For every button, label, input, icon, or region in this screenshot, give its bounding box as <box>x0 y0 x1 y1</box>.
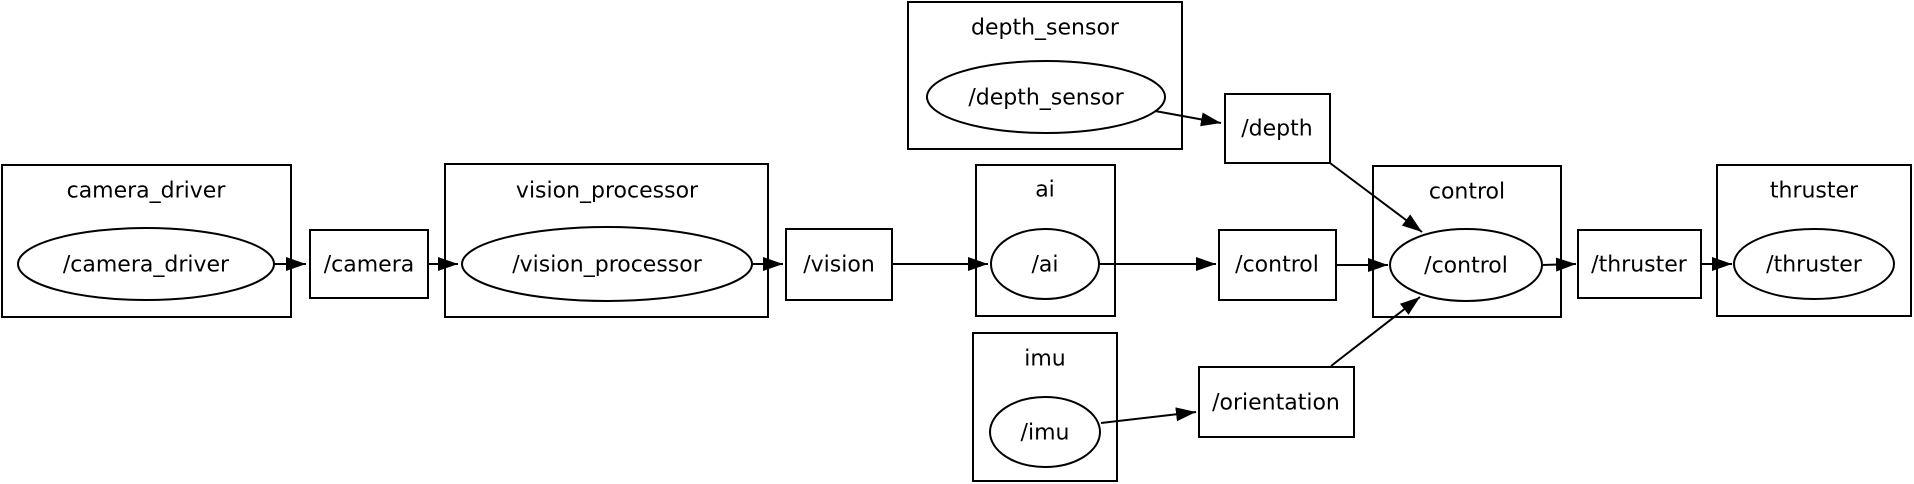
node-title: imu <box>1024 347 1066 372</box>
node-ellipse <box>926 60 1166 134</box>
topic-orientation: /orientation <box>1198 366 1355 438</box>
node-label: /camera_driver <box>63 253 230 278</box>
topic-vision: /vision <box>785 228 893 301</box>
node-title: thruster <box>1770 179 1859 204</box>
topic-label: /camera <box>324 253 414 278</box>
node-camera-driver: camera_driver /camera_driver <box>1 164 292 318</box>
node-label: /vision_processor <box>512 253 703 278</box>
node-control: control /control <box>1372 165 1562 318</box>
topic-control: /control <box>1218 229 1337 301</box>
topic-label: /orientation <box>1212 391 1340 416</box>
node-title: camera_driver <box>67 179 227 204</box>
topic-box <box>309 229 429 299</box>
topic-camera: /camera <box>309 229 429 299</box>
node-label: /thruster <box>1766 253 1863 278</box>
edge-control-node-to-thruster-topic <box>1541 257 1577 272</box>
topic-label: /thruster <box>1591 253 1688 278</box>
node-vision-processor: vision_processor /vision_processor <box>444 163 769 318</box>
topic-label: /depth <box>1241 117 1312 142</box>
topic-thruster: /thruster <box>1577 229 1702 299</box>
node-label: /ai <box>1031 253 1058 278</box>
node-title: control <box>1429 180 1505 205</box>
topic-label: /vision <box>803 253 875 278</box>
node-title: ai <box>1035 178 1055 203</box>
node-label: /control <box>1424 254 1508 279</box>
node-ellipse <box>989 396 1101 468</box>
node-title: vision_processor <box>516 179 699 204</box>
node-ellipse <box>1733 228 1895 300</box>
edge-imu-to-orientation <box>1100 407 1197 424</box>
node-imu: imu /imu <box>972 332 1118 482</box>
topic-box <box>1198 366 1355 438</box>
node-title: depth_sensor <box>971 16 1120 41</box>
edge-depth-to-control-node <box>1329 162 1423 233</box>
topic-depth: /depth <box>1224 93 1331 164</box>
node-ai: ai /ai <box>975 164 1116 317</box>
node-label: /imu <box>1021 421 1070 446</box>
topic-label: /control <box>1235 253 1319 278</box>
topic-box <box>1577 229 1702 299</box>
node-thruster: thruster /thruster <box>1716 164 1912 317</box>
topic-box <box>1218 229 1337 301</box>
node-label: /depth_sensor <box>968 86 1124 111</box>
node-depth-sensor: depth_sensor /depth_sensor <box>907 1 1183 150</box>
topic-box <box>1224 93 1331 164</box>
edge-depth-sensor-to-depth <box>1154 110 1222 127</box>
edge-orientation-to-control-node <box>1330 296 1421 367</box>
topic-box <box>785 228 893 301</box>
